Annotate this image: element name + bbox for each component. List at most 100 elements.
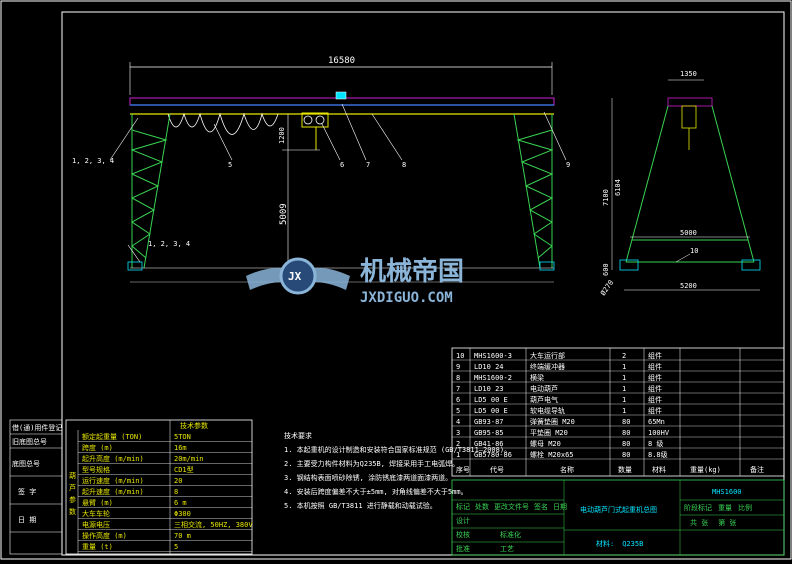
drawing-name: 电动葫芦门式起重机总图 <box>580 505 657 514</box>
svg-text:2. 主要受力构件材料为Q235B, 焊接采用手工电弧焊。: 2. 主要受力构件材料为Q235B, 焊接采用手工电弧焊。 <box>284 459 459 468</box>
spec-cell: 重量 (t) <box>82 543 113 551</box>
parts-cell: LD5 00 E <box>474 396 508 404</box>
front-elevation: 16580 5009 <box>72 56 570 283</box>
callout-9: 9 <box>566 161 570 169</box>
dim-gap: 1200 <box>278 127 286 144</box>
parts-cell: 大车运行部 <box>530 351 565 360</box>
title-sheet-row: 共 张第 张 <box>690 518 736 527</box>
svg-text:重量(kg): 重量(kg) <box>690 466 721 474</box>
svg-text:代号: 代号 <box>490 465 504 474</box>
parts-cell: 1 <box>622 396 626 404</box>
callout-7: 7 <box>366 161 370 169</box>
parts-cell: 1 <box>622 363 626 371</box>
parts-cell: 9 <box>456 363 460 371</box>
spec-cell: 大车车轮 <box>82 509 110 518</box>
parts-cell: 80 <box>622 440 630 448</box>
svg-text:3. 钢结构表面喷砂除锈, 涂防锈底漆两道面漆两道。: 3. 钢结构表面喷砂除锈, 涂防锈底漆两道面漆两道。 <box>284 473 452 482</box>
svg-text:备注: 备注 <box>750 465 764 474</box>
parts-cell: 80 <box>622 429 630 437</box>
spec-cell: 70 m <box>174 532 191 540</box>
parts-cell: 7 <box>456 385 460 393</box>
title-approve: 批准 <box>456 544 470 553</box>
dim-span: 16580 <box>328 56 355 66</box>
parts-cell: 1 <box>622 407 626 415</box>
parts-cell: 螺母 M20 <box>530 439 561 448</box>
parts-cell: 2 <box>622 352 626 360</box>
parts-cell: LD10 24 <box>474 363 504 371</box>
parts-cell: 8 级 <box>648 439 663 448</box>
parts-cell: 1 <box>456 451 460 459</box>
parts-cell: 3 <box>456 429 460 437</box>
svg-text:名称: 名称 <box>560 465 574 474</box>
svg-text:底图总号: 底图总号 <box>12 459 40 468</box>
svg-text:4. 安装后跨度偏差不大于±5mm, 对角线偏差不大于5mm: 4. 安装后跨度偏差不大于±5mm, 对角线偏差不大于5mm。 <box>284 487 468 496</box>
svg-text:数: 数 <box>69 507 76 516</box>
svg-text:葫: 葫 <box>69 471 76 480</box>
parts-cell: 平垫圈 M20 <box>530 428 568 437</box>
parts-cell: 组件 <box>648 362 662 371</box>
dim-base: 5200 <box>680 282 697 290</box>
parts-cell: LD5 00 E <box>474 407 508 415</box>
parts-cell: 4 <box>456 418 460 426</box>
watermark-logo: JX 机械帝国 JXDIGUO.COM <box>246 256 464 306</box>
left-leg <box>130 113 171 269</box>
drawing-code: MHS1600 <box>712 488 742 496</box>
spec-cell: 6 m <box>174 499 187 507</box>
svg-text:1. 本起重机的设计制造和安装符合国家标准规范 (GB/T3: 1. 本起重机的设计制造和安装符合国家标准规范 (GB/T3811—2008)。 <box>284 445 511 454</box>
watermark-cn: 机械帝国 <box>360 256 464 287</box>
parts-cell: 终端缓冲器 <box>530 362 565 371</box>
spec-cell: 跨度 (m) <box>82 443 113 452</box>
svg-text:材料: 材料 <box>652 465 666 474</box>
dim-height: 5009 <box>279 203 289 225</box>
parts-cell: 10 <box>456 352 464 360</box>
svg-text:日 期: 日 期 <box>18 516 36 524</box>
spec-cell: 悬臂 (m) <box>82 498 113 507</box>
spec-cell: 起升高度 (m/min) <box>82 454 144 463</box>
spec-cell: 20m/min <box>174 455 204 463</box>
spec-cell: 5TON <box>174 433 191 441</box>
svg-text:芦: 芦 <box>69 483 76 492</box>
callout-5: 5 <box>228 161 232 169</box>
spec-cell: 电源电压 <box>82 520 110 529</box>
svg-text:旧底图总号: 旧底图总号 <box>12 437 47 446</box>
title-stage-row: 阶段标记重量比例 <box>684 503 752 512</box>
spec-cell: Φ300 <box>174 510 191 518</box>
hoist-block <box>301 112 329 128</box>
parts-cell: 5 <box>456 407 460 415</box>
parts-header: 序号 代号 名称 数量 材料 重量(kg) 备注 <box>456 465 764 474</box>
watermark-badge: JX <box>288 270 302 283</box>
callout-8: 8 <box>402 161 406 169</box>
parts-cell: 100HV <box>648 429 670 437</box>
spec-cell: 20 <box>174 477 182 485</box>
dim-leg-height: 6104 <box>614 179 622 196</box>
parts-cell: 螺栓 M20x65 <box>530 450 574 459</box>
spec-cell: 额定起重量 (TON) <box>82 432 142 441</box>
dim-width: 5000 <box>680 229 697 237</box>
parts-cell: 8 <box>456 374 460 382</box>
parts-cell: GB5780-86 <box>474 451 512 459</box>
parts-cell: 6 <box>456 396 460 404</box>
material-row: 材料:Q235B <box>596 539 643 548</box>
parts-cell: 弹簧垫圈 M20 <box>530 417 575 426</box>
notes-title: 技术要求 <box>284 431 312 440</box>
parts-cell: LD10 23 <box>474 385 504 393</box>
dim-total-height: 7100 <box>602 189 610 206</box>
parts-cell: MHS1600-2 <box>474 374 512 382</box>
parts-cell: MHS1600-3 <box>474 352 512 360</box>
inner-border <box>61 11 785 556</box>
title-checker: 校核 <box>456 530 470 539</box>
spec-cell: 三相交流, 50HZ, 380V <box>174 520 253 529</box>
parts-cell: 80 <box>622 418 630 426</box>
spec-cell: 型号规格 <box>82 465 110 474</box>
spec-cell: 16m <box>174 444 187 452</box>
title-standard: 标准化 <box>500 530 521 539</box>
parts-cell: 2 <box>456 440 460 448</box>
side-elevation: 1350 5000 5200 7100 6104 600 Ø270 10 <box>599 70 761 297</box>
spec-title: 技术参数 <box>180 421 208 430</box>
parts-cell: 8.8级 <box>648 450 668 459</box>
dim-base-offset: 600 <box>602 263 610 276</box>
spec-cell: 起升速度 (m/min) <box>82 487 144 496</box>
svg-text:数量: 数量 <box>618 465 632 474</box>
